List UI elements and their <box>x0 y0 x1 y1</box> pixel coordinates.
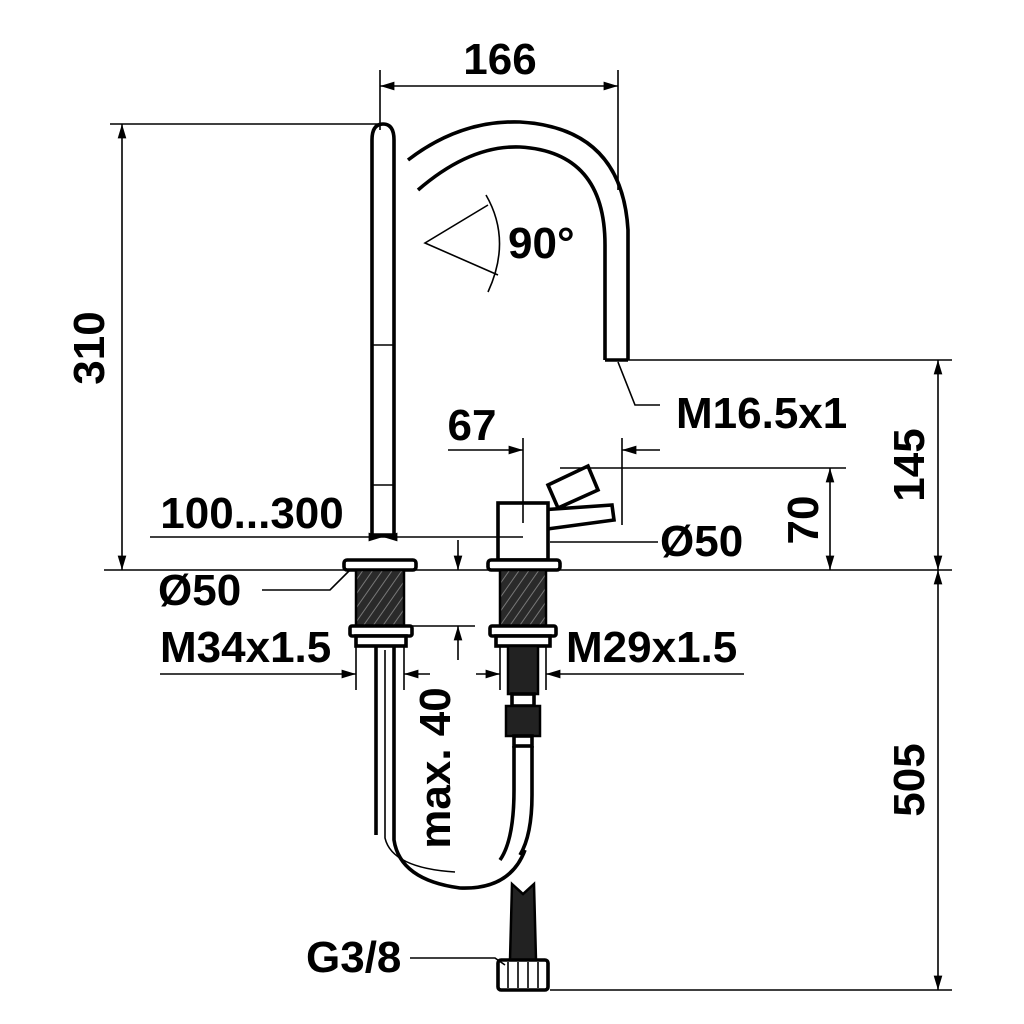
dim-505: 505 <box>885 743 934 816</box>
dim-145: 145 <box>885 428 934 501</box>
dim-90-angle: 90° <box>508 219 575 268</box>
dim-166: 166 <box>463 35 536 84</box>
mixer-body <box>486 463 617 992</box>
dim-g3-8: G3/8 <box>306 933 401 982</box>
dim-67: 67 <box>448 401 497 450</box>
dim-m29x1-5: M29x1.5 <box>566 623 737 672</box>
dim-310: 310 <box>65 311 114 384</box>
dim-mixer-diameter: Ø50 <box>660 517 743 566</box>
dim-m34x1-5: M34x1.5 <box>160 623 331 672</box>
spout <box>342 122 527 890</box>
swivel-outlet <box>406 120 630 362</box>
dim-m16-5x1: M16.5x1 <box>676 389 847 438</box>
dimension-lines <box>110 70 952 991</box>
dim-70: 70 <box>779 496 828 545</box>
dim-spout-diameter: Ø50 <box>158 566 241 615</box>
dim-100-300: 100...300 <box>160 489 344 538</box>
dim-max-40: max. 40 <box>411 687 460 848</box>
